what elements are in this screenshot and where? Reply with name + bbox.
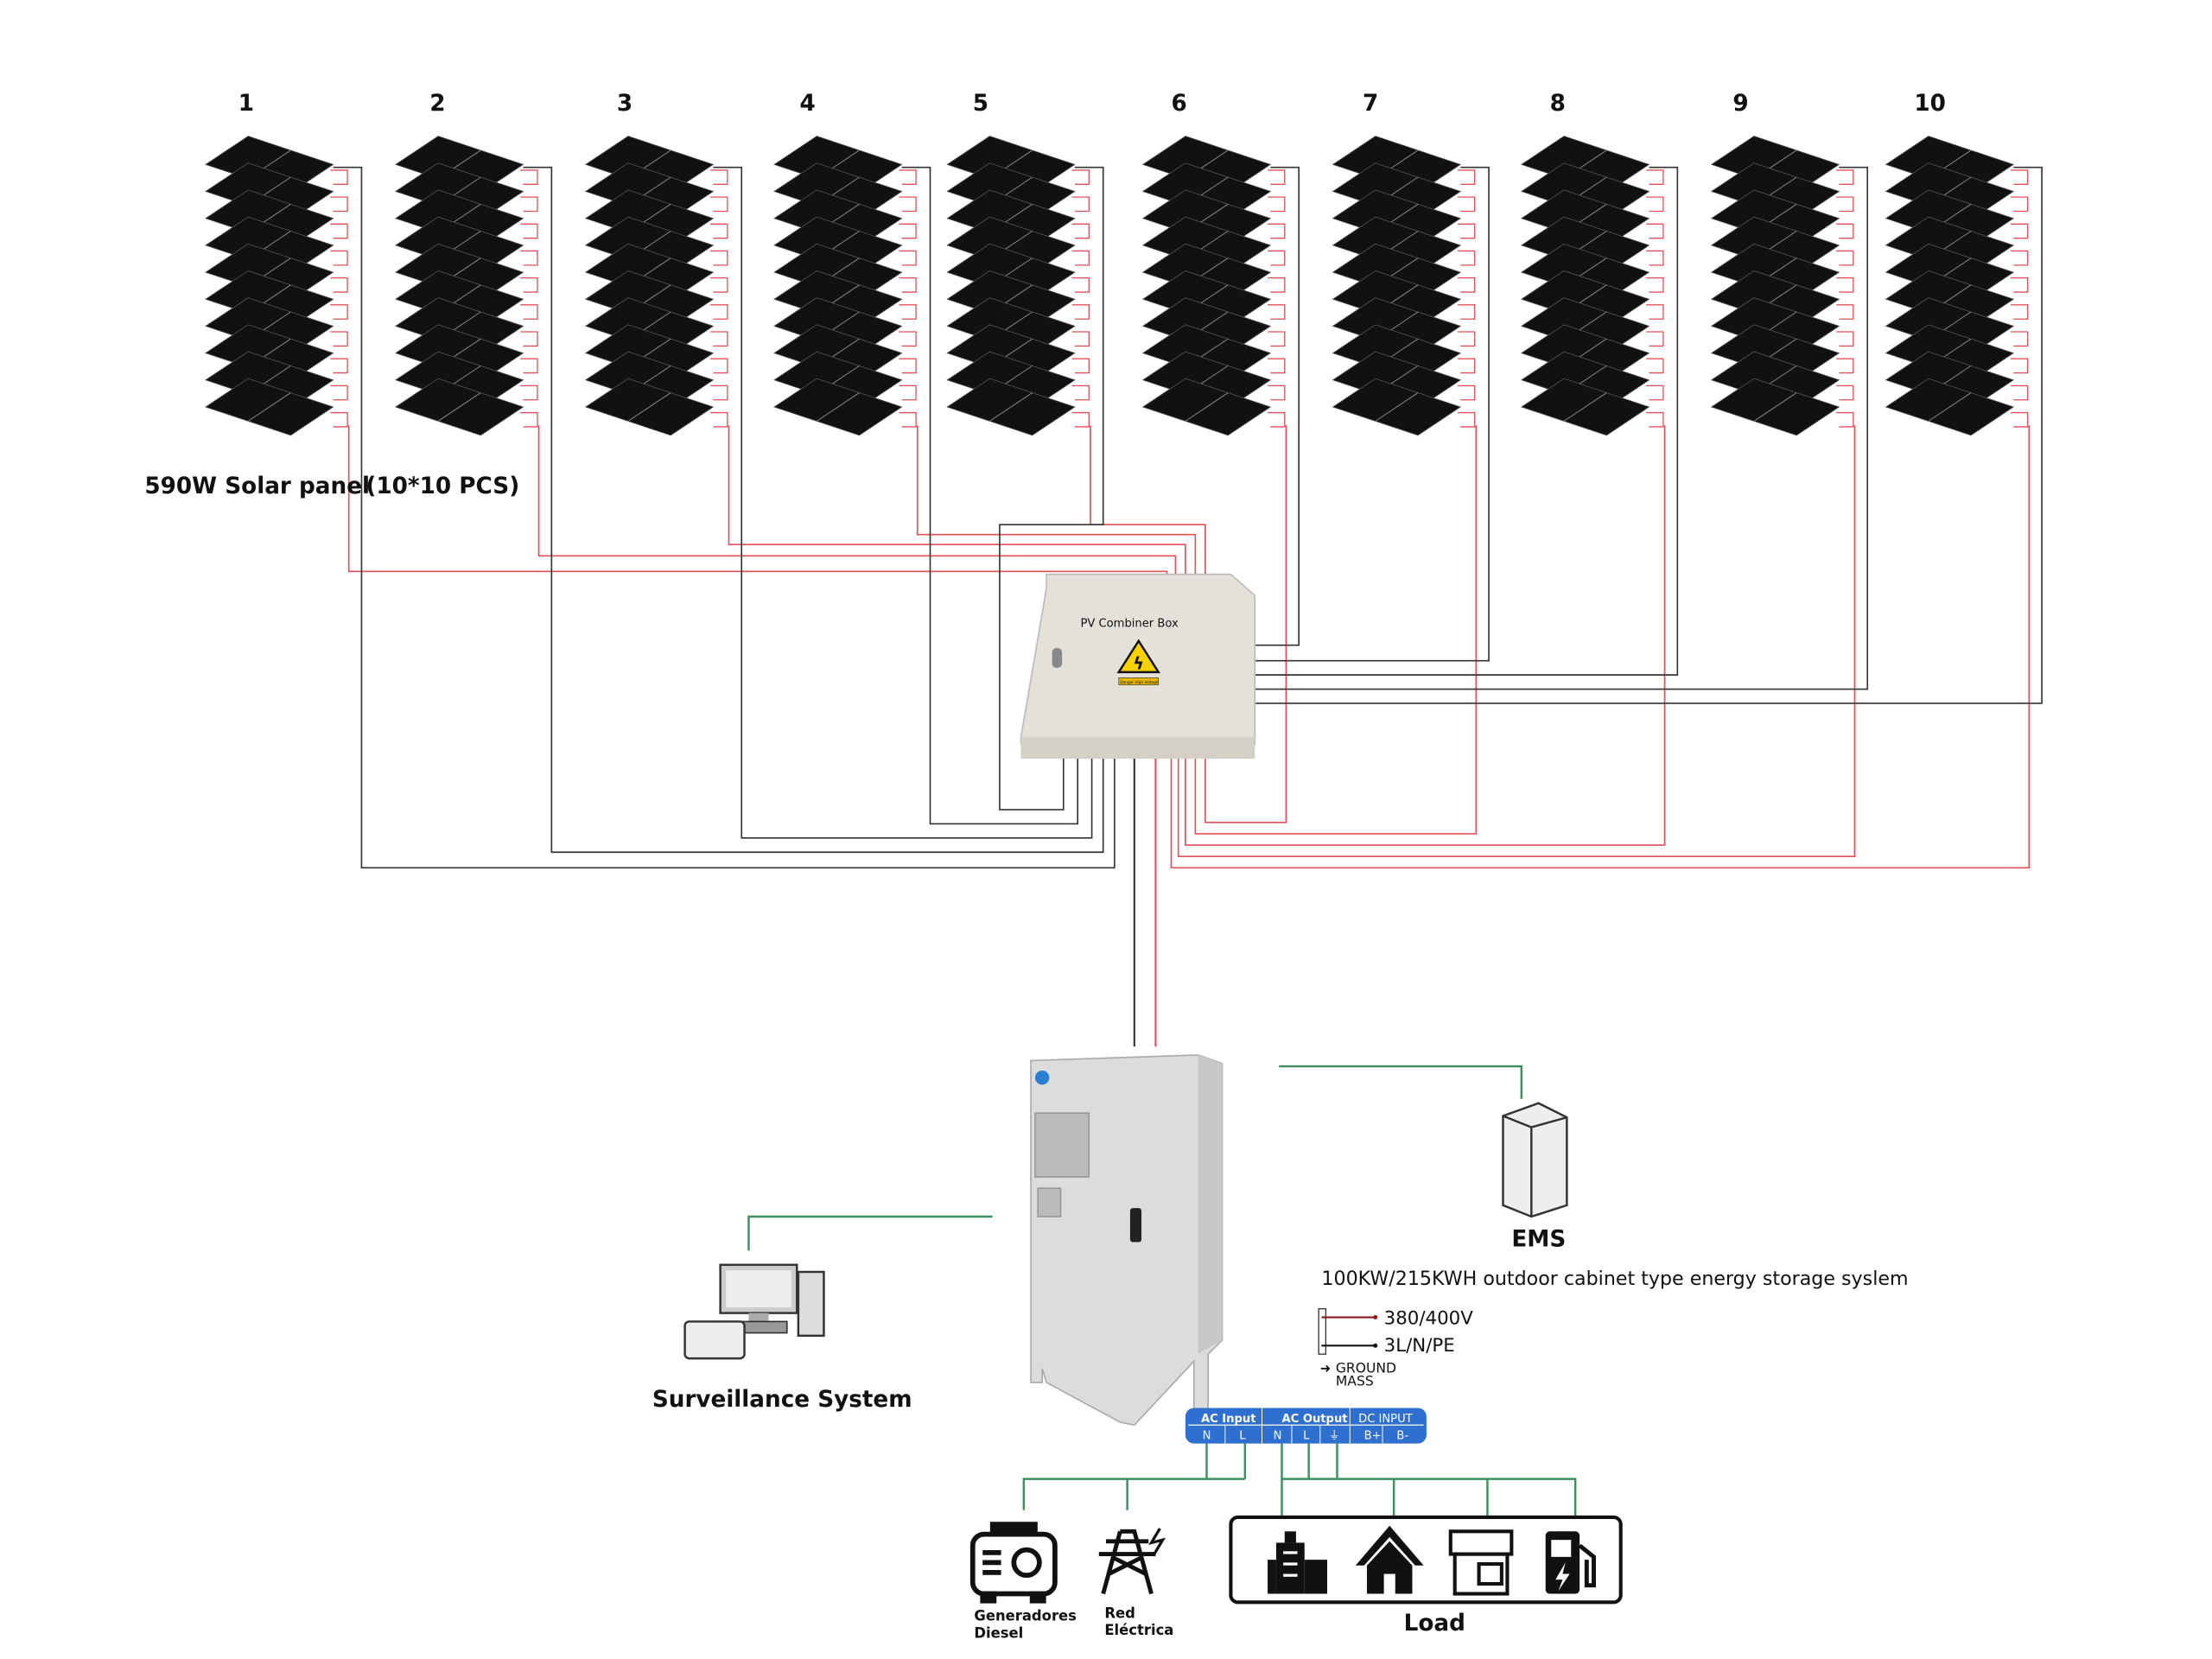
panel-group-number: 2 [429, 91, 445, 117]
grid-spec-legend: 380/400V 3L/N/PE ➜ GROUND MASS [1318, 1308, 1474, 1389]
panel-group: 6 [1141, 91, 1286, 436]
cabinet-logo [1034, 1070, 1050, 1085]
combiner-warning: Danger High Voltage [1120, 680, 1158, 685]
air-conditioner-vent [1034, 1112, 1090, 1178]
house-icon [1355, 1525, 1424, 1594]
system-title: 100KW/215KWH outdoor cabinet type energy… [1321, 1268, 1908, 1290]
panel-group: 9 [1710, 91, 1854, 436]
ground-label: GROUND [1336, 1361, 1396, 1376]
terminal-dc-bminus: B- [1396, 1430, 1408, 1443]
ems-server-icon [1502, 1102, 1568, 1218]
panel-group: 1 [205, 91, 348, 436]
ems-label: EMS [1511, 1226, 1566, 1252]
pv-combiner-box: PV Combiner Box ϟ Danger High Voltage [1020, 573, 1256, 759]
panel-group-number: 7 [1363, 91, 1378, 117]
terminal-group-dc-input: DC INPUT [1358, 1413, 1414, 1426]
high-voltage-warning-icon: ϟ [1116, 639, 1160, 674]
cabinet-handle [1129, 1208, 1142, 1243]
panel-group: 8 [1520, 91, 1664, 436]
power-grid-tower-icon [1098, 1528, 1166, 1595]
ac-wiring [1022, 1443, 1577, 1517]
generator-label-1: Generadores [974, 1608, 1077, 1624]
surveillance-label: Surveillance System [652, 1387, 912, 1413]
positive-string-wire [1170, 425, 2031, 869]
terminal-block: AC Input AC Output DC INPUT N L N L ⏚ B+… [1185, 1408, 1427, 1444]
panel-group-number: 4 [800, 91, 816, 117]
terminal-group-ac-input: AC Input [1201, 1413, 1256, 1426]
ground-icon: ⏚ [1329, 1429, 1340, 1443]
combiner-window [1052, 647, 1063, 668]
combiner-title: PV Combiner Box [1080, 617, 1178, 630]
diesel-generator-icon [969, 1522, 1058, 1604]
positive-string-wire [1177, 425, 1856, 857]
panel-group: 3 [584, 91, 728, 436]
mass-label: MASS [1336, 1373, 1374, 1389]
voltage-label: 380/400V [1384, 1308, 1474, 1330]
solar-panel-array: 1 2 3 4 5 6 7 8 9 10 [205, 91, 2029, 436]
terminal-ac-out-n: N [1274, 1430, 1282, 1443]
grid-label-2: Eléctrica [1104, 1622, 1173, 1638]
panel-group: 4 [773, 91, 917, 436]
surveillance-computer-icon [683, 1263, 825, 1360]
panel-group-number: 6 [1171, 91, 1186, 117]
negative-string-wire [999, 166, 1104, 810]
office-building-icon [1268, 1531, 1327, 1594]
terminal-ac-in-l: L [1239, 1430, 1246, 1443]
panel-group-number: 3 [617, 91, 632, 117]
terminal-group-ac-output: AC Output [1281, 1413, 1347, 1426]
energy-storage-cabinet [1030, 1054, 1224, 1427]
positive-string-wire [1194, 425, 1478, 835]
panel-group: 10 [1885, 91, 2029, 436]
panel-group-number: 8 [1550, 91, 1566, 117]
load-label: Load [1404, 1611, 1465, 1637]
svg-text:➜: ➜ [1320, 1362, 1331, 1376]
negative-string-wire [523, 166, 1104, 854]
shop-icon [1448, 1529, 1514, 1596]
solar-panel-count: (10*10 PCS) [365, 474, 519, 499]
solar-panel-label: 590W Solar panel [144, 474, 370, 499]
load-group [1229, 1515, 1623, 1605]
negative-string-wire [901, 166, 1078, 825]
panel-group: 2 [394, 91, 538, 436]
panel-group-number: 9 [1732, 91, 1748, 117]
grid-label-1: Red [1104, 1605, 1135, 1621]
ev-charger-icon [1545, 1531, 1596, 1594]
generator-label-2: Diesel [974, 1624, 1023, 1641]
phases-label: 3L/N/PE [1384, 1335, 1455, 1357]
negative-string-wire [713, 166, 1093, 839]
terminal-ac-in-n: N [1203, 1430, 1211, 1443]
terminal-dc-bplus: B+ [1364, 1430, 1382, 1443]
svg-text:ϟ: ϟ [1133, 654, 1144, 674]
panel-group-number: 10 [1914, 91, 1946, 117]
positive-string-wire [1205, 425, 1287, 823]
panel-group: 5 [946, 91, 1090, 436]
negative-string-wire [333, 166, 1116, 869]
panel-group: 7 [1332, 91, 1476, 436]
terminal-ac-out-l: L [1303, 1430, 1310, 1443]
panel-group-number: 5 [973, 91, 988, 117]
positive-string-wire [1185, 425, 1666, 846]
panel-group-number: 1 [238, 91, 254, 117]
